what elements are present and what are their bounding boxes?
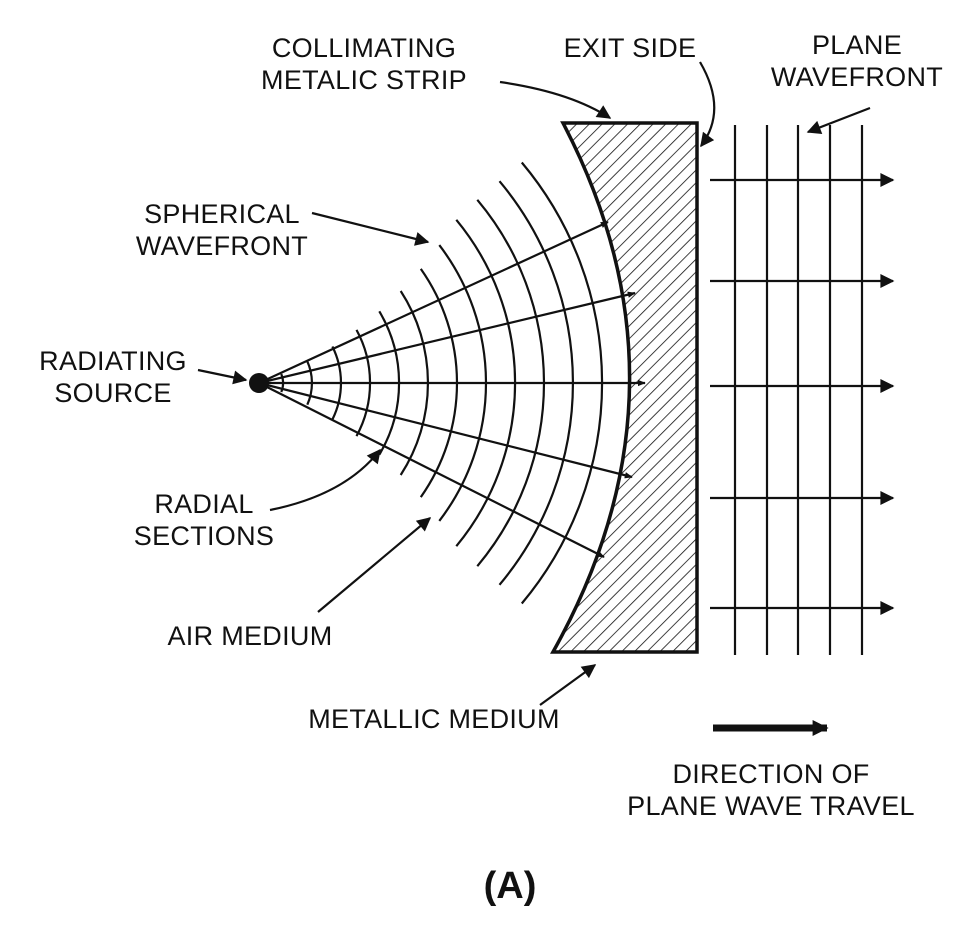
plane-wavefronts: [733, 125, 864, 655]
label-radial-line2: SECTIONS: [134, 521, 274, 551]
leader-collimating: [499, 80, 612, 119]
leader-exit-side: [699, 61, 716, 148]
label-metallic-medium: METALLIC MEDIUM: [308, 704, 560, 734]
label-exit-side: EXIT SIDE: [564, 33, 697, 63]
label-spherical-line1: SPHERICAL: [144, 199, 300, 229]
radial-ray: [258, 381, 633, 479]
label-direction-line2: PLANE WAVE TRAVEL: [627, 791, 915, 821]
radial-ray: [258, 382, 605, 558]
label-air-medium: AIR MEDIUM: [168, 621, 333, 651]
leader-radial: [269, 448, 381, 512]
label-radial-line1: RADIAL: [154, 489, 253, 519]
leader-lines: [197, 61, 871, 706]
radiating-source-dot: [249, 373, 269, 393]
label-plane-wavefront-line1: PLANE: [812, 30, 902, 60]
label-direction-line1: DIRECTION OF: [672, 759, 869, 789]
label-collimating-line1: COLLIMATING: [272, 33, 456, 63]
leader-spherical: [311, 211, 430, 246]
leader-air: [317, 517, 432, 613]
radial-ray: [258, 291, 636, 385]
leader-source: [197, 368, 248, 385]
radial-ray: [258, 221, 609, 384]
label-spherical-line2: WAVEFRONT: [136, 231, 308, 261]
label-plane-wavefront-line2: WAVEFRONT: [771, 62, 943, 92]
plane-wave-rays: [710, 173, 895, 615]
collimating-metal-strip: [550, 121, 699, 654]
figure-caption: (A): [484, 865, 537, 907]
label-source-line1: RADIATING: [39, 346, 187, 376]
leader-metallic: [539, 664, 597, 706]
leader-plane-wavefront: [806, 106, 871, 134]
label-collimating-line2: METALIC STRIP: [261, 65, 467, 95]
label-source-line2: SOURCE: [54, 378, 171, 408]
radial-rays: [258, 221, 646, 558]
